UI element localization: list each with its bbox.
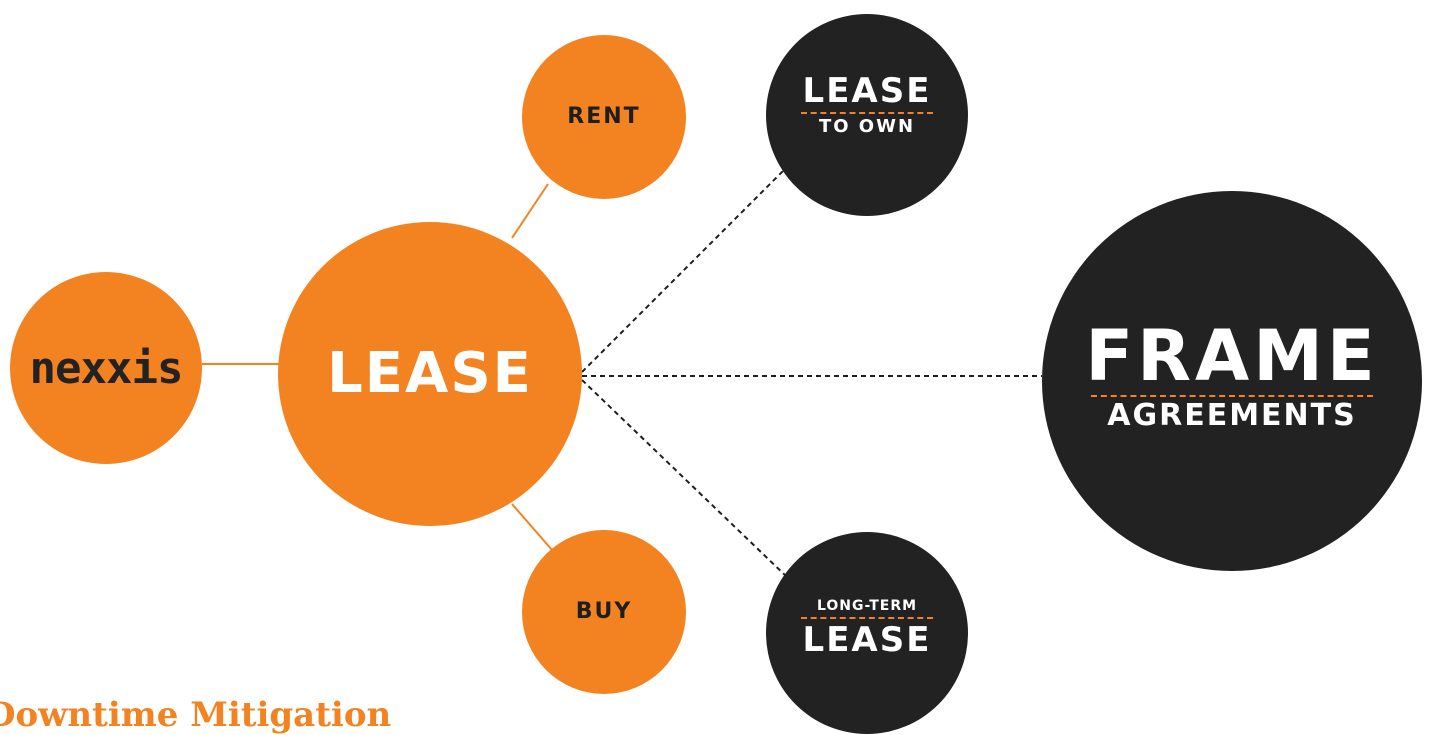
footer-heading: Downtime Mitigation bbox=[0, 695, 392, 735]
node-lease: LEASE bbox=[278, 222, 582, 526]
node-rent-label: RENT bbox=[567, 104, 641, 129]
connector-lease-long-term bbox=[581, 379, 789, 579]
nexxis-logo: nexxis bbox=[29, 342, 184, 394]
node-buy-label: BUY bbox=[575, 599, 633, 624]
node-rent: RENT bbox=[522, 35, 686, 199]
node-nexxis: nexxis bbox=[10, 272, 202, 464]
connector-lease-rent bbox=[511, 183, 549, 239]
node-buy: BUY bbox=[522, 530, 686, 694]
node-frame-agreements-bottom-label: AGREEMENTS bbox=[1107, 398, 1357, 433]
node-lease-label: LEASE bbox=[327, 341, 533, 406]
node-frame-agreements-top-label: FRAME bbox=[1085, 315, 1379, 397]
node-frame-agreements: FRAME AGREEMENTS bbox=[1042, 191, 1422, 571]
node-long-term-lease-bottom-label: LEASE bbox=[802, 620, 932, 660]
node-lease-to-own-top-label: LEASE bbox=[802, 71, 932, 111]
node-long-term-lease-top-label: LONG-TERM bbox=[816, 598, 918, 614]
node-long-term-lease-divider bbox=[801, 617, 933, 619]
connector-lease-buy bbox=[511, 503, 553, 551]
node-frame-agreements-divider bbox=[1091, 395, 1373, 397]
connector-lease-lease-to-own bbox=[581, 167, 787, 373]
node-long-term-lease: LONG-TERM LEASE bbox=[766, 532, 968, 734]
node-lease-to-own-divider bbox=[801, 112, 933, 114]
node-lease-to-own-bottom-label: TO OWN bbox=[818, 116, 916, 137]
node-lease-to-own: LEASE TO OWN bbox=[766, 14, 968, 216]
